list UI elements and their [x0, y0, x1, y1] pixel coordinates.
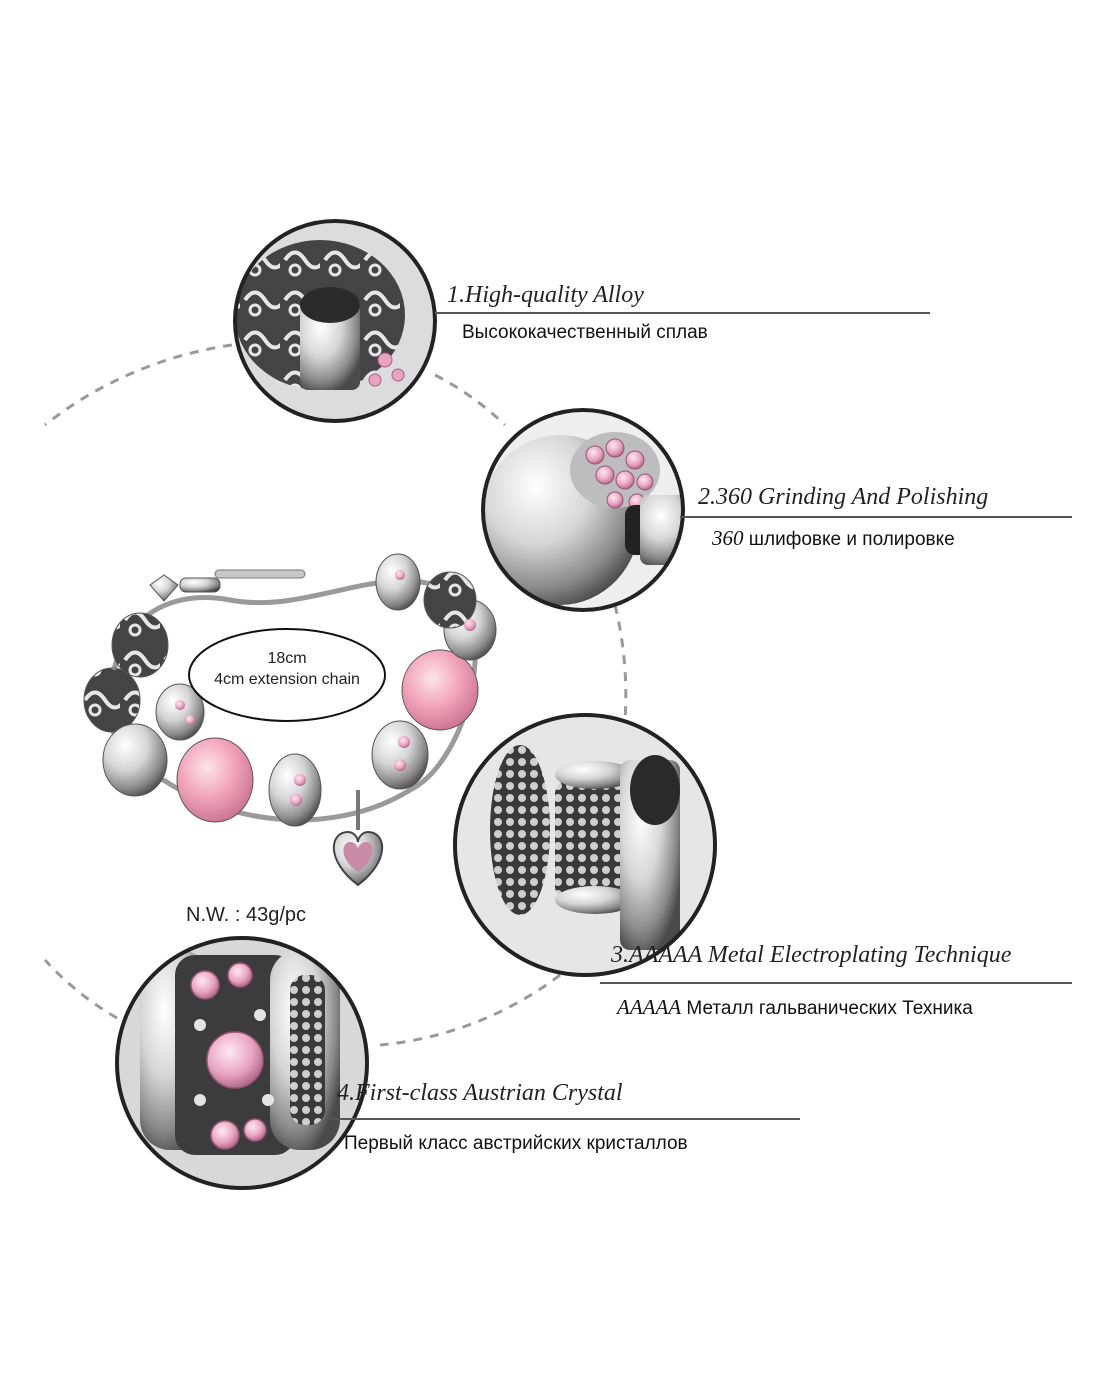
feature-3-subtitle-line: AAAAA Металл гальванических Техника — [617, 995, 973, 1020]
feature-underlines — [325, 312, 1072, 1120]
feature-3-subtitle: Металл гальванических Техника — [686, 998, 973, 1019]
feature-1-subtitle: Высококачественный сплав — [462, 322, 708, 343]
heart-charm-icon — [332, 790, 384, 887]
feature-2-subtitle-lead: 360 — [712, 526, 744, 550]
bracelet — [83, 553, 497, 887]
feature-3-title: 3.AAAAA Metal Electroplating Technique — [611, 942, 1012, 968]
detail-circle-alloy — [233, 219, 437, 423]
feature-2-title: 2.360 Grinding And Polishing — [698, 484, 989, 510]
lobster-clasp-icon — [149, 569, 306, 602]
feature-2-subtitle-line: 360 шлифовке и полировке — [712, 526, 955, 551]
bracelet-length: 18cm — [267, 650, 307, 667]
detail-circle-crystal — [115, 936, 369, 1190]
feature-1-title: 1.High-quality Alloy — [447, 282, 644, 308]
detail-circle-polishing — [481, 408, 685, 612]
detail-circle-electroplating — [453, 713, 717, 977]
bracelet-extension: 4cm extension chain — [214, 671, 360, 688]
feature-4-subtitle: Первый класс австрийских кристаллов — [344, 1133, 688, 1154]
feature-2-subtitle: шлифовке и полировке — [748, 529, 955, 550]
size-oval — [188, 628, 386, 722]
net-weight: N.W. : 43g/pc — [186, 904, 307, 926]
feature-4-title: 4.First-class Austrian Crystal — [337, 1080, 623, 1106]
feature-3-subtitle-lead: AAAAA — [617, 995, 682, 1019]
